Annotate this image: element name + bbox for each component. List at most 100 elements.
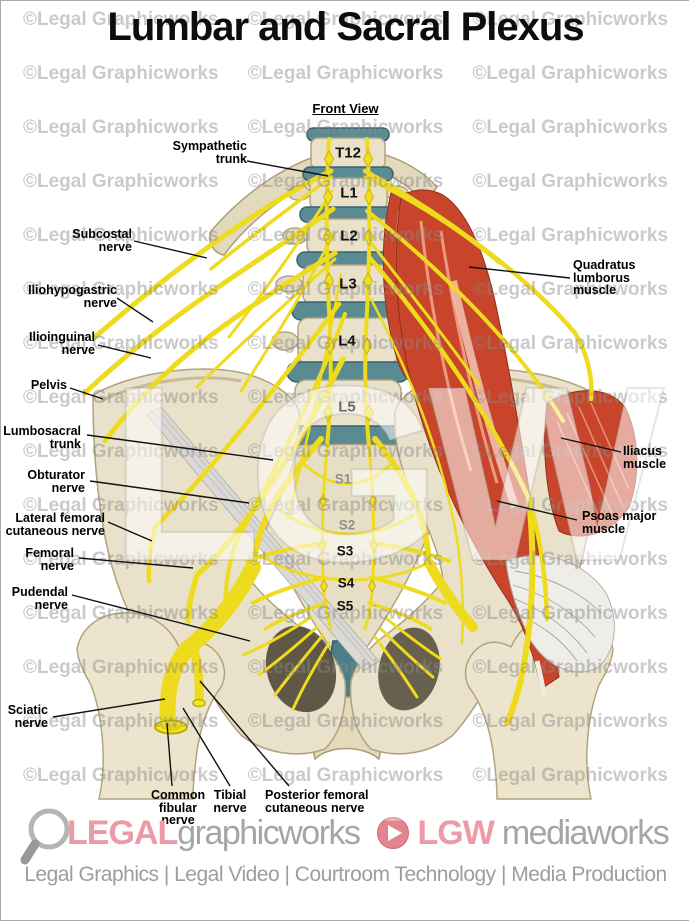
psoas-major-muscle-shape — [395, 189, 560, 690]
pelvis-right-bone — [349, 368, 598, 755]
label-sympathetic-trunk: Sympathetic trunk — [172, 139, 247, 166]
vertebra-label-l3: L3 — [339, 275, 357, 293]
vertebra-label-s4: S4 — [337, 575, 355, 591]
watermark-text: ©Legal Graphicworks — [472, 657, 668, 678]
leader-subcostal-nerve — [133, 240, 208, 259]
brand-mediaworks: mediaworks — [501, 813, 670, 852]
label-iliohypogastric-nerve: Iliohypogastric nerve — [28, 283, 117, 310]
vertebra-label-l5: L5 — [338, 398, 356, 416]
watermark-text: ©Legal Graphicworks — [472, 279, 668, 300]
label-lumbosacral-trunk: Lumbosacral trunk — [3, 424, 81, 451]
watermark-text: ©Legal Graphicworks — [472, 117, 668, 138]
label-obturator-nerve: Obturator nerve — [27, 468, 85, 495]
leader-obturator-nerve — [89, 480, 250, 504]
genitofemoral-nerve-path — [285, 272, 343, 521]
label-lateral-femoral-cutaneous-nerve: Lateral femoral cutaneous nerve — [5, 511, 105, 538]
sympathetic-trunk-left — [324, 137, 333, 448]
watermark-text: ©Legal Graphicworks — [472, 765, 668, 786]
view-label: Front View — [312, 101, 379, 116]
coccyx — [329, 640, 363, 713]
pubic-symphysis — [302, 696, 390, 761]
hip-ligament-fan — [505, 555, 615, 673]
subcostal-nerve-path — [92, 168, 334, 340]
leader-tibial-nerve — [182, 707, 231, 787]
leader-lumbosacral-trunk — [86, 434, 274, 461]
brand-graphicworks: graphicworks — [177, 813, 361, 852]
leader-posterior-femoral-cutaneous-nerve — [199, 680, 290, 787]
vertebra-label-s1: S1 — [334, 471, 352, 487]
femur-right-bone — [464, 612, 614, 800]
leader-psoas-major-muscle — [496, 500, 578, 521]
nerves — [82, 137, 594, 735]
watermark-text: ©Legal Graphicworks — [472, 225, 668, 246]
obturator-nerve-path — [223, 312, 347, 617]
watermark-text: ©Legal Graphicworks — [247, 63, 444, 84]
leader-iliohypogastric-nerve — [116, 297, 154, 323]
vertebra-label-l4: L4 — [338, 332, 356, 350]
sciatic-nerve-path — [159, 559, 261, 733]
sciatic-nerve-cut-end — [154, 719, 188, 735]
sacrotuberous-ligament-band — [146, 406, 380, 672]
vertebra-label-t12: T12 — [335, 144, 361, 162]
leader-lateral-femoral-cutaneous-nerve — [107, 521, 153, 542]
vertebra-label-l2: L2 — [340, 227, 358, 245]
watermark-text: ©Legal Graphicworks — [247, 441, 444, 462]
leader-iliacus-muscle — [560, 437, 622, 453]
vertebra-label-s5: S5 — [336, 598, 354, 614]
magnifier-icon — [20, 808, 70, 865]
label-pelvis: Pelvis — [30, 378, 67, 392]
pelvis-left-bone — [92, 368, 347, 755]
pelvis-bones — [92, 368, 598, 755]
label-quadratus-lumborus-muscle: Quadratus lumborus muscle — [573, 258, 636, 297]
watermark-text: ©Legal Graphicworks — [247, 765, 444, 786]
obturator-foramen-right — [378, 627, 440, 711]
footer-tagline: Legal Graphics | Legal Video | Courtroom… — [24, 863, 667, 886]
ligaments — [146, 406, 615, 673]
label-subcostal-nerve: Subcostal nerve — [72, 227, 132, 254]
watermark-text: ©Legal Graphicworks — [247, 117, 444, 138]
watermark-text: ©Legal Graphicworks — [23, 171, 219, 192]
label-iliacus-muscle: Iliacus muscle — [623, 444, 667, 471]
vertebra-label-l1: L1 — [340, 184, 358, 202]
quadratus-lumborum-muscle-shape — [382, 191, 462, 392]
watermark-text: ©Legal Graphicworks — [23, 63, 219, 84]
label-pudendal-nerve: Pudendal nerve — [11, 585, 68, 612]
watermark-text: ©Legal Graphicworks — [23, 657, 219, 678]
watermark-text: ©Legal Graphicworks — [247, 657, 444, 678]
watermark-text: ©Legal Graphicworks — [472, 603, 668, 624]
femurs — [76, 612, 614, 800]
leader-sympathetic-trunk — [246, 160, 329, 177]
leader-quadratus-lumborus-muscle — [468, 266, 571, 279]
page-title: Lumbar and Sacral Plexus — [107, 5, 584, 49]
tibial-nerve-stub — [189, 644, 204, 706]
label-ilioinguinal-nerve: Ilioinguinal nerve — [29, 330, 95, 357]
watermark-text: ©Legal Graphicworks — [472, 63, 668, 84]
pudendal-fan — [241, 615, 331, 711]
watermark-text: ©Legal Graphicworks — [247, 495, 444, 516]
obturator-foramen-left — [265, 625, 337, 713]
play-icon — [376, 817, 409, 849]
ilioinguinal-nerve-path — [102, 250, 338, 444]
brand-row: LEGAL graphicworks LGW mediaworks — [67, 807, 670, 859]
watermark-text: ©Legal Graphicworks — [472, 711, 668, 732]
label-femoral-nerve: Femoral nerve — [25, 546, 74, 573]
leader-common-fibular-nerve — [166, 722, 173, 787]
leader-sciatic-nerve — [52, 698, 166, 718]
femur-left-bone — [76, 612, 226, 800]
watermark-text: ©Legal Graphicworks — [472, 549, 668, 570]
leader-ilioinguinal-nerve — [97, 344, 152, 359]
watermark-text: ©Legal Graphicworks — [23, 765, 219, 786]
vertebra-label-s2: S2 — [338, 517, 356, 533]
leader-pelvis — [69, 387, 104, 400]
watermark-text: ©Legal Graphicworks — [23, 711, 219, 732]
label-posterior-femoral-cutaneous-nerve: Posterior femoral cutaneous nerve — [265, 788, 369, 815]
watermark-text: ©Legal Graphicworks — [23, 117, 219, 138]
sympathetic-trunk-right — [363, 137, 372, 448]
watermark-text: ©Legal Graphicworks — [472, 387, 668, 408]
big-lgw-watermark: LGW — [108, 334, 665, 613]
vertebra-label-s3: S3 — [336, 543, 354, 559]
leader-femoral-nerve — [78, 557, 194, 569]
